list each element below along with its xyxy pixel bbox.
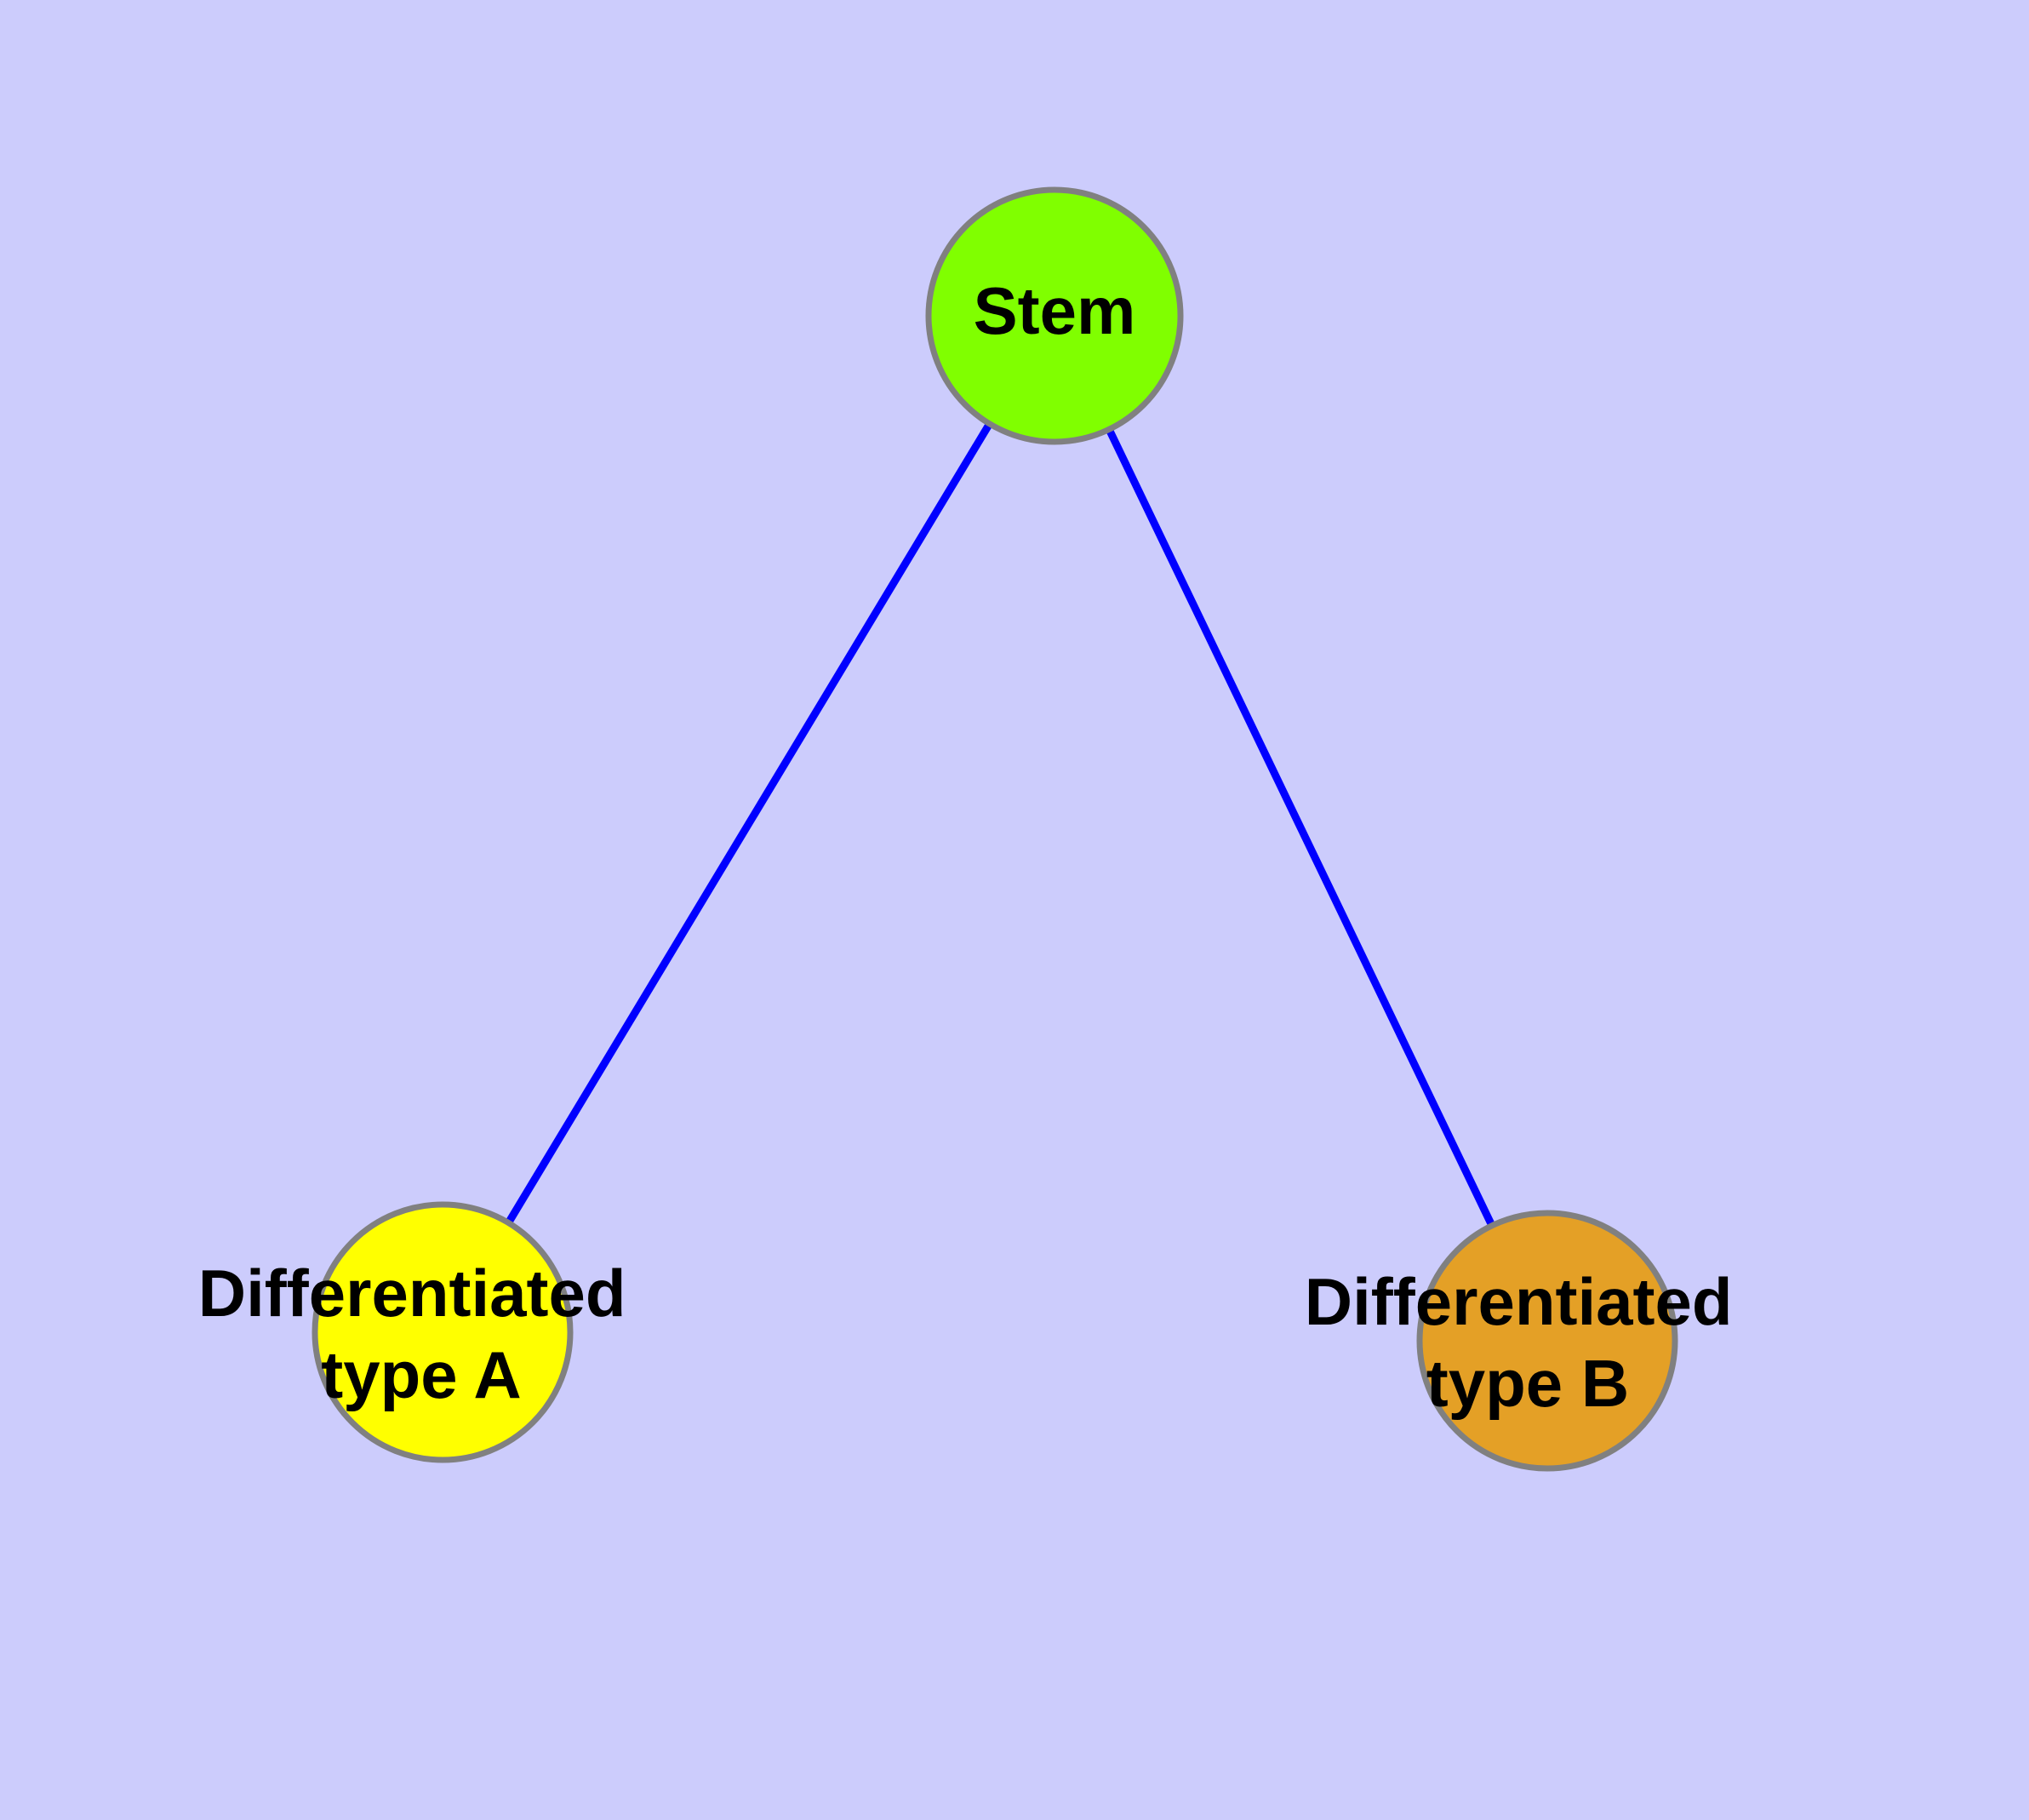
edge-stem-to-diff-a[interactable] bbox=[505, 421, 993, 1225]
node-stem-label-line1: Stem bbox=[974, 273, 1136, 348]
node-diff-b-label: Differentiated type B bbox=[1305, 1264, 1751, 1421]
node-diff-a-label: Differentiated type A bbox=[198, 1256, 644, 1412]
node-diff-a[interactable] bbox=[311, 1201, 574, 1463]
label-layer: Stem Differentiated type A Differentiate… bbox=[198, 273, 1751, 1421]
node-diff-b[interactable] bbox=[1416, 1210, 1678, 1472]
edge-stem-to-diff-b[interactable] bbox=[1106, 427, 1496, 1228]
node-diff-b-circle[interactable] bbox=[1416, 1210, 1678, 1472]
node-layer bbox=[311, 186, 1678, 1472]
node-stem-label: Stem bbox=[974, 273, 1136, 348]
node-diff-a-label-line2: type A bbox=[321, 1337, 522, 1412]
node-diff-a-circle[interactable] bbox=[311, 1201, 574, 1463]
node-diff-a-label-line1: Differentiated bbox=[198, 1256, 626, 1331]
edge-layer bbox=[505, 421, 1496, 1228]
node-diff-b-label-line1: Differentiated bbox=[1305, 1264, 1733, 1339]
node-stem-circle[interactable] bbox=[925, 186, 1184, 445]
node-diff-b-label-line2: type B bbox=[1426, 1346, 1629, 1421]
node-stem[interactable] bbox=[925, 186, 1184, 445]
